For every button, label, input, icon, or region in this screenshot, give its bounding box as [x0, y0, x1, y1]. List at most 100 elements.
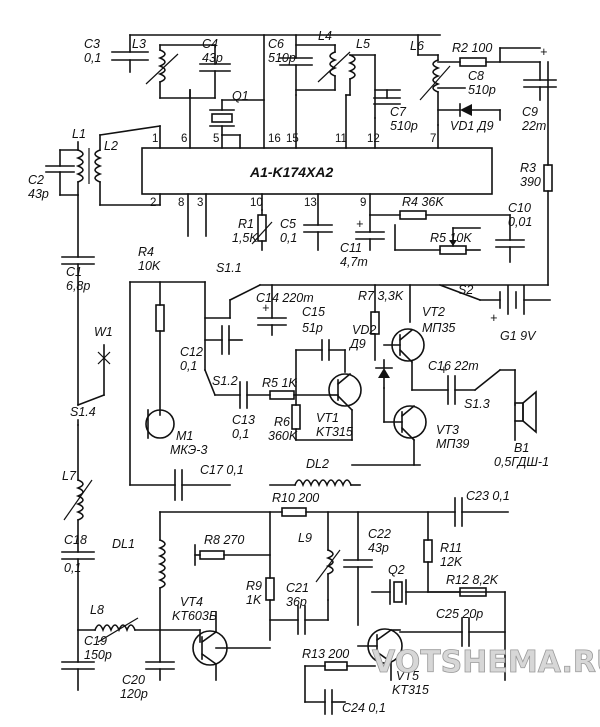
svg-text:DL2: DL2	[306, 457, 329, 471]
svg-text:M1: M1	[176, 429, 193, 443]
pin-6: 6	[181, 133, 187, 145]
svg-text:C16 22m: C16 22m	[428, 359, 479, 373]
transistor-vt5: VT5 KT315	[357, 628, 429, 697]
svg-text:C11: C11	[340, 241, 362, 255]
svg-text:R8 270: R8 270	[204, 533, 244, 547]
inductor-l6: L6	[410, 39, 451, 126]
svg-text:МП39: МП39	[436, 437, 469, 451]
resistor-r10: R10 200	[159, 491, 456, 517]
svg-text:R3: R3	[520, 161, 536, 175]
svg-text:1,5K: 1,5K	[232, 231, 258, 245]
svg-text:KT315: KT315	[392, 683, 429, 697]
svg-text:L5: L5	[356, 37, 370, 51]
resistor-r2: R2 100	[437, 41, 541, 67]
svg-text:C15: C15	[302, 305, 325, 319]
svg-text:R11: R11	[440, 541, 462, 555]
svg-text:S1.1: S1.1	[216, 261, 242, 275]
switch-s1-4: S1.4	[70, 393, 106, 426]
svg-text:Q1: Q1	[232, 89, 249, 103]
svg-text:VT3: VT3	[436, 423, 459, 437]
svg-text:МКЭ-3: МКЭ-3	[170, 443, 207, 457]
svg-text:R5 1K: R5 1K	[262, 376, 297, 390]
capacitor-c13: C13 0,1	[232, 381, 271, 441]
pin-3: 3	[197, 197, 203, 209]
svg-text:W1: W1	[94, 325, 113, 339]
capacitor-c5: C5 0,1	[280, 217, 333, 251]
resistor-r5-1k: R5 1K	[262, 376, 331, 400]
capacitor-c1: C1 6,8p	[61, 194, 95, 406]
svg-text:S1.2: S1.2	[212, 374, 238, 388]
svg-text:VT5: VT5	[396, 669, 419, 683]
svg-text:C9: C9	[522, 105, 538, 119]
pin-15: 15	[286, 133, 299, 145]
inductor-l9: L9	[298, 511, 341, 601]
capacitor-c23: C23 0,1	[454, 489, 510, 527]
svg-text:R7 3,3K: R7 3,3K	[358, 289, 404, 303]
tank-c6-l4: C6 510p L4	[268, 29, 351, 96]
transistor-vt3: VT3 МП39	[383, 387, 469, 466]
svg-text:МП35: МП35	[422, 321, 455, 335]
inductor-dl2: DL2	[269, 457, 361, 488]
svg-text:12K: 12K	[440, 555, 463, 569]
svg-text:C22: C22	[368, 527, 391, 541]
svg-text:0,1: 0,1	[180, 359, 197, 373]
capacitor-c17: C17 0,1	[174, 463, 244, 501]
pin-5: 5	[213, 133, 219, 145]
inductor-l7: L7	[62, 424, 93, 553]
svg-text:VD1 Д9: VD1 Д9	[450, 119, 494, 133]
svg-text:R13 200: R13 200	[302, 647, 349, 661]
svg-text:0,1: 0,1	[64, 561, 81, 575]
svg-text:R12 8,2K: R12 8,2K	[446, 573, 499, 587]
svg-text:0,1: 0,1	[84, 51, 101, 65]
svg-text:VD2: VD2	[352, 323, 376, 337]
transistor-vt4: VT4 KT603Б	[172, 595, 271, 681]
pin-2: 2	[150, 197, 156, 209]
potentiometer-r5: R5 10K	[394, 224, 481, 255]
pin-11: 11	[335, 133, 347, 145]
svg-text:R2 100: R2 100	[452, 41, 492, 55]
transistor-vt2: VT2 МП35	[383, 305, 455, 391]
svg-text:C3: C3	[84, 37, 100, 51]
svg-text:510p: 510p	[390, 119, 418, 133]
svg-text:6,8p: 6,8p	[66, 279, 90, 293]
transformer-l1-l2: L1 L2	[72, 125, 161, 206]
transistor-vt1: VT1 KT315	[295, 372, 362, 441]
svg-text:R10 200: R10 200	[272, 491, 319, 505]
pin-10: 10	[250, 197, 263, 209]
svg-text:KT603Б: KT603Б	[172, 609, 217, 623]
svg-text:10K: 10K	[138, 259, 161, 273]
resistor-r3: R3 390	[520, 61, 553, 286]
svg-text:C5: C5	[280, 217, 296, 231]
svg-text:L1: L1	[72, 127, 86, 141]
svg-text:C4: C4	[202, 37, 218, 51]
svg-text:L8: L8	[90, 603, 104, 617]
svg-text:150p: 150p	[84, 648, 112, 662]
svg-text:510p: 510p	[468, 83, 496, 97]
svg-text:C1: C1	[66, 265, 82, 279]
svg-text:0,1: 0,1	[280, 231, 297, 245]
svg-text:C19: C19	[84, 634, 107, 648]
svg-text:R6: R6	[274, 415, 290, 429]
svg-text:C13: C13	[232, 413, 255, 427]
capacitor-c2: C2 43p	[28, 149, 79, 201]
speaker-b1: B1 0,5ГДШ-1	[494, 390, 549, 469]
svg-text:C18: C18	[64, 533, 87, 547]
svg-text:R9: R9	[246, 579, 262, 593]
capacitor-c18: C18 0,1	[61, 533, 95, 631]
svg-text:R4: R4	[138, 245, 154, 259]
capacitor-c9: + C9 22m	[499, 45, 557, 133]
pin-12: 12	[367, 133, 380, 145]
svg-text:+: +	[540, 45, 547, 59]
svg-text:G1 9V: G1 9V	[500, 329, 537, 343]
capacitor-c16: + C16 22m	[411, 359, 479, 405]
inductor-l5: L5	[345, 37, 376, 119]
resistor-r4-36k: R4 36K	[369, 195, 511, 220]
battery-g1: + G1 9V	[490, 285, 551, 343]
svg-text:120p: 120p	[120, 687, 148, 701]
pin-9: 9	[360, 197, 366, 209]
resistor-r6: R6 360K	[268, 381, 301, 443]
svg-text:R4 36K: R4 36K	[402, 195, 444, 209]
svg-text:C20: C20	[122, 673, 145, 687]
inductor-dl1: DL1	[112, 511, 166, 631]
